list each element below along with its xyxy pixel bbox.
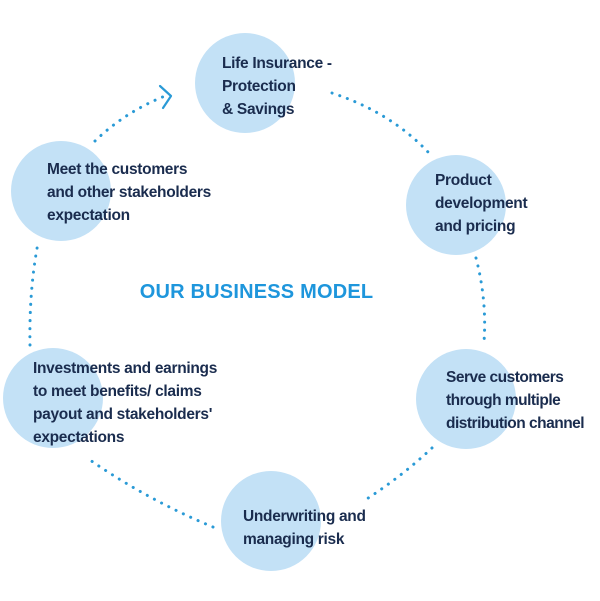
step-label-line: Serve customers	[446, 369, 564, 386]
step-label-line: Meet the customers	[47, 161, 188, 178]
step-label-line: to meet benefits/ claims	[33, 383, 202, 400]
step-label-line: and other stakeholders	[47, 184, 211, 201]
step-label-line: through multiple	[446, 392, 561, 409]
connector-serve-to-underwriting	[360, 446, 434, 504]
bubble-serve-customers	[416, 349, 516, 449]
bubble-investments	[3, 348, 103, 448]
diagram-title: OUR BUSINESS MODEL	[139, 281, 374, 303]
step-label-meet-expectations: Meet the customers and other stakeholder…	[47, 158, 211, 227]
connector-meet-to-life	[93, 94, 167, 143]
step-label-line: development	[435, 195, 528, 212]
step-label-investments: Investments and earnings to meet benefit…	[33, 357, 217, 449]
step-label-line: Investments and earnings	[33, 360, 218, 377]
connector-life-to-product	[330, 91, 430, 154]
step-label-line: Product	[435, 172, 492, 189]
bubble-life-insurance	[195, 33, 295, 133]
step-label-line: expectation	[47, 207, 130, 224]
step-label-line: & Savings	[222, 101, 295, 118]
step-label-product-development: Product development and pricing	[435, 169, 528, 238]
bubble-underwriting	[221, 471, 321, 571]
step-label-line: Protection	[222, 78, 296, 95]
step-label-line: expectations	[33, 429, 125, 446]
step-label-underwriting: Underwriting and managing risk	[243, 505, 366, 551]
step-label-line: Underwriting and	[243, 508, 366, 525]
arrowhead-icon	[158, 84, 173, 110]
step-label-serve-customers: Serve customers through multiple distrib…	[446, 366, 585, 435]
bubble-product-development	[406, 155, 506, 255]
step-label-line: Life Insurance -	[222, 55, 332, 72]
step-label-life-insurance: Life Insurance - Protection & Savings	[222, 52, 332, 121]
bubble-meet-expectations	[11, 141, 111, 241]
step-label-line: and pricing	[435, 218, 516, 235]
step-label-line: distribution channel	[446, 415, 585, 432]
step-label-line: managing risk	[243, 531, 345, 548]
connector-underwriting-to-investments	[88, 458, 215, 529]
step-label-line: payout and stakeholders'	[33, 406, 213, 423]
connector-product-to-serve	[474, 256, 487, 344]
